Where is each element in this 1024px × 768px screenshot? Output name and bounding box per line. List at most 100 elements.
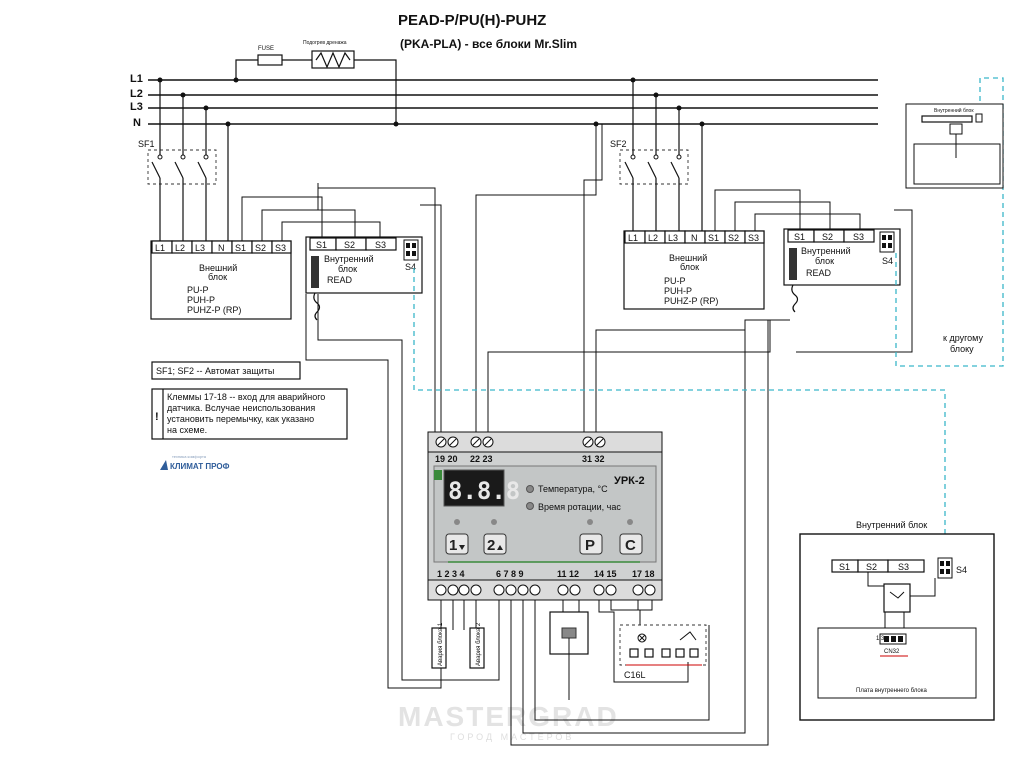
diagram-title: PEAD-P/PU(H)-PUHZ <box>398 12 546 29</box>
diagram-subtitle: (PKA-PLA) - все блоки Mr.Slim <box>400 37 577 51</box>
ou2-term-l1: L1 <box>628 233 638 243</box>
ou1-title-1: Внешний <box>199 263 237 273</box>
note-line-4: на схеме. <box>167 425 207 435</box>
legend: SF1; SF2 -- Автомат защиты ! Клеммы 17-1… <box>151 361 348 440</box>
small-inset-title: Внутренний блок <box>934 107 974 114</box>
ou1-title-2: блок <box>208 272 227 282</box>
inset-board: Плата внутреннего блока <box>856 688 927 694</box>
led-display <box>443 469 505 507</box>
alarm-label-2: Авария блока 2 <box>476 622 482 666</box>
outdoor-unit-1-terminals: L1 L2 L3 N S1 S2 S3 <box>151 240 292 254</box>
s4-link-dashed <box>413 77 1004 560</box>
arrow-up-icon <box>497 545 503 550</box>
button-p[interactable]: P <box>579 533 603 555</box>
breaker-sf1-label: SF1 <box>138 139 155 149</box>
ou1-term-s3: S3 <box>275 243 286 253</box>
iu2-term-s1: S1 <box>794 232 805 242</box>
ou1-term-l2: L2 <box>175 243 185 253</box>
button-2-label: 2 <box>487 537 495 554</box>
button-c[interactable]: C <box>619 533 643 555</box>
alarm-label-1: Авария блока 1 <box>438 622 444 666</box>
outdoor-unit-2: L1 L2 L3 N S1 S2 S3 Внешний блок PU-P PU… <box>623 230 765 310</box>
ou2-term-s1: S1 <box>708 233 719 243</box>
relay-label: C16L <box>624 670 646 680</box>
iu2-term-s2: S2 <box>822 232 833 242</box>
breaker-sf2: SF2 <box>610 80 703 232</box>
breaker-sf2-label: SF2 <box>610 139 627 149</box>
term-19-20: 19 20 <box>435 454 458 464</box>
outdoor-unit-1: L1 L2 L3 N S1 S2 S3 Внешний блок PU-P PU… <box>150 240 292 320</box>
other-unit-note-1: к другому <box>943 333 983 343</box>
ou1-term-l3: L3 <box>195 243 205 253</box>
inset-term-s3: S3 <box>898 562 909 572</box>
inset-connector: CN32 <box>884 649 900 655</box>
alarm-contacts: Авария блока 1 Авария блока 2 <box>431 622 485 669</box>
drain-heater-circuit: FUSE Подогрев дренажа <box>233 40 399 127</box>
other-unit-note-2: блоку <box>950 344 974 354</box>
klimat-prof-logo: техника комфорта КЛИМАТ ПРОФ <box>160 454 230 471</box>
iu1-term-s2: S2 <box>344 240 355 250</box>
term-17-18: 17 18 <box>632 569 655 579</box>
note-line-2: датчика. Вслучае неиспользования <box>167 403 315 413</box>
iu1-title-1: Внутренний <box>324 254 374 264</box>
inset-title: Внутренний блок <box>856 520 927 530</box>
term-14-15: 14 15 <box>594 569 617 579</box>
inset-term-s1: S1 <box>839 562 850 572</box>
bus-label-l3: L3 <box>130 101 143 113</box>
iu1-term-s3: S3 <box>375 240 386 250</box>
controller-bottom-terminals <box>435 584 656 596</box>
small-inset: Внутренний блок <box>905 103 1004 189</box>
button-1-label: 1 <box>449 537 457 554</box>
iu1-title-2: блок <box>338 264 357 274</box>
controller-model: УРК-2 <box>614 475 645 487</box>
heater-label: Подогрев дренажа <box>303 40 347 46</box>
indoor-unit-2: S1 S2 S3 S4 Внутренний блок READ <box>783 228 901 313</box>
indicator-rotation-time: Время ротации, час <box>538 502 621 512</box>
ou2-model-1: PU-P <box>664 276 686 286</box>
indoor-unit-1: S1 S2 S3 S4 Внутренний блок READ <box>305 236 423 321</box>
ou2-title-2: блок <box>680 262 699 272</box>
fuse-symbol <box>257 54 283 66</box>
breaker-sf1: SF1 <box>138 80 229 242</box>
iu2-title-1: Внутренний <box>801 246 851 256</box>
ou1-model-3: PUHZ-P (RP) <box>187 305 241 315</box>
iu2-term-s3: S3 <box>853 232 864 242</box>
controller-top-terminals <box>435 436 606 448</box>
breaker-note: SF1; SF2 -- Автомат защиты <box>156 366 274 376</box>
note-line-3: установить перемычку, как указано <box>167 414 314 424</box>
ou2-term-n: N <box>691 233 698 243</box>
inset-s4: S4 <box>956 565 967 575</box>
ou2-title-1: Внешний <box>669 253 707 263</box>
warning-mark: ! <box>155 411 159 423</box>
ou1-term-n: N <box>218 243 225 253</box>
bus-label-l2: L2 <box>130 88 143 100</box>
ou2-model-2: PUH-P <box>664 286 692 296</box>
ou2-term-s2: S2 <box>728 233 739 243</box>
controller-urk2: 19 20 22 23 31 32 8.8.8 УРК-2 Температур… <box>427 431 663 601</box>
term-11-12: 11 12 <box>557 569 579 579</box>
term-1-4: 1 2 3 4 <box>437 569 465 579</box>
ou2-term-l2: L2 <box>648 233 658 243</box>
ou1-term-s1: S1 <box>235 243 246 253</box>
iu2-title-2: блок <box>815 256 834 266</box>
iu1-read: READ <box>327 275 353 285</box>
power-buses: L1 L2 L3 N <box>130 73 878 129</box>
bus-junctions <box>157 77 705 127</box>
logo-tagline: техника комфорта <box>172 454 207 459</box>
ou2-term-s3: S3 <box>748 233 759 243</box>
term-22-23: 22 23 <box>470 454 493 464</box>
button-c-label: C <box>625 537 636 554</box>
button-1-down[interactable]: 1 <box>445 533 469 555</box>
watermark-main: MASTERGRAD <box>398 701 619 732</box>
term-6-9: 6 7 8 9 <box>496 569 524 579</box>
ou2-term-l3: L3 <box>668 233 678 243</box>
ou1-model-2: PUH-P <box>187 295 215 305</box>
button-p-label: P <box>585 537 595 554</box>
bus-label-l1: L1 <box>130 73 143 85</box>
iu1-s4: S4 <box>405 262 416 272</box>
ou1-term-s2: S2 <box>255 243 266 253</box>
logo-mark-icon <box>160 460 168 470</box>
sensor-plug <box>549 611 589 700</box>
button-2-up[interactable]: 2 <box>483 533 507 555</box>
